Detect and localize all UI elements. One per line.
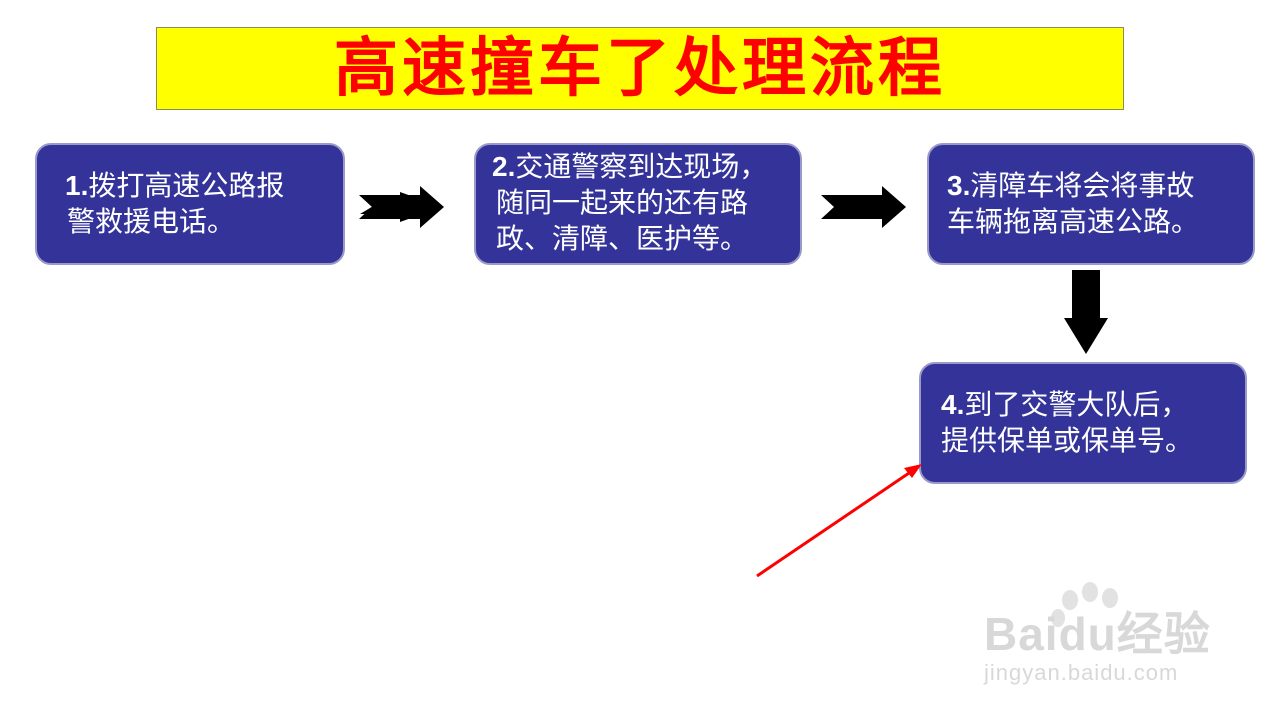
- title-banner: 高速撞车了处理流程: [156, 27, 1124, 110]
- watermark-brand: Baidu经验: [984, 608, 1211, 660]
- step-1-text: 1.拨打高速公路报 警救援电话。: [65, 168, 327, 240]
- pointer-arrow-line: [756, 469, 913, 578]
- step-4-line-2: 提供保单或保单号。: [941, 424, 1194, 457]
- arrow-down-icon: [1064, 270, 1108, 354]
- step-3-text: 3.清障车将会将事故 车辆拖离高速公路。: [947, 168, 1237, 240]
- step-3-line-1: 清障车将会将事故: [970, 169, 1195, 202]
- arrow-right-icon: [359, 186, 444, 228]
- step-2-text: 2.交通警察到达现场， 随同一起来的还有路 政、清障、医护等。: [492, 149, 784, 257]
- step-2-box: 2.交通警察到达现场， 随同一起来的还有路 政、清障、医护等。: [474, 143, 802, 265]
- step-3-number: 3.: [947, 170, 971, 201]
- step-2-number: 2.: [492, 151, 516, 182]
- arrow-right-icon: [360, 192, 442, 222]
- step-4-number: 4.: [941, 389, 965, 420]
- page-title: 高速撞车了处理流程: [334, 30, 946, 106]
- step-1-box: 1.拨打高速公路报 警救援电话。: [35, 143, 345, 265]
- step-1-number: 1.: [65, 170, 89, 201]
- step-1-line-2: 警救援电话。: [67, 205, 236, 238]
- step-2-line-2: 随同一起来的还有路: [496, 186, 749, 219]
- step-3-line-2: 车辆拖离高速公路。: [947, 205, 1200, 238]
- step-4-line-1: 到了交警大队后，: [964, 388, 1189, 421]
- step-1-line-1: 拨打高速公路报: [88, 169, 285, 202]
- step-2-line-1: 交通警察到达现场，: [515, 150, 768, 183]
- step-4-box: 4.到了交警大队后， 提供保单或保单号。: [919, 362, 1247, 484]
- step-2-line-3: 政、清障、医护等。: [496, 222, 749, 255]
- step-4-text: 4.到了交警大队后， 提供保单或保单号。: [941, 387, 1229, 459]
- watermark: Baidu经验 jingyan.baidu.com: [980, 592, 1220, 702]
- watermark-url: jingyan.baidu.com: [984, 660, 1179, 685]
- step-3-box: 3.清障车将会将事故 车辆拖离高速公路。: [927, 143, 1255, 265]
- arrow-right-icon: [821, 186, 906, 228]
